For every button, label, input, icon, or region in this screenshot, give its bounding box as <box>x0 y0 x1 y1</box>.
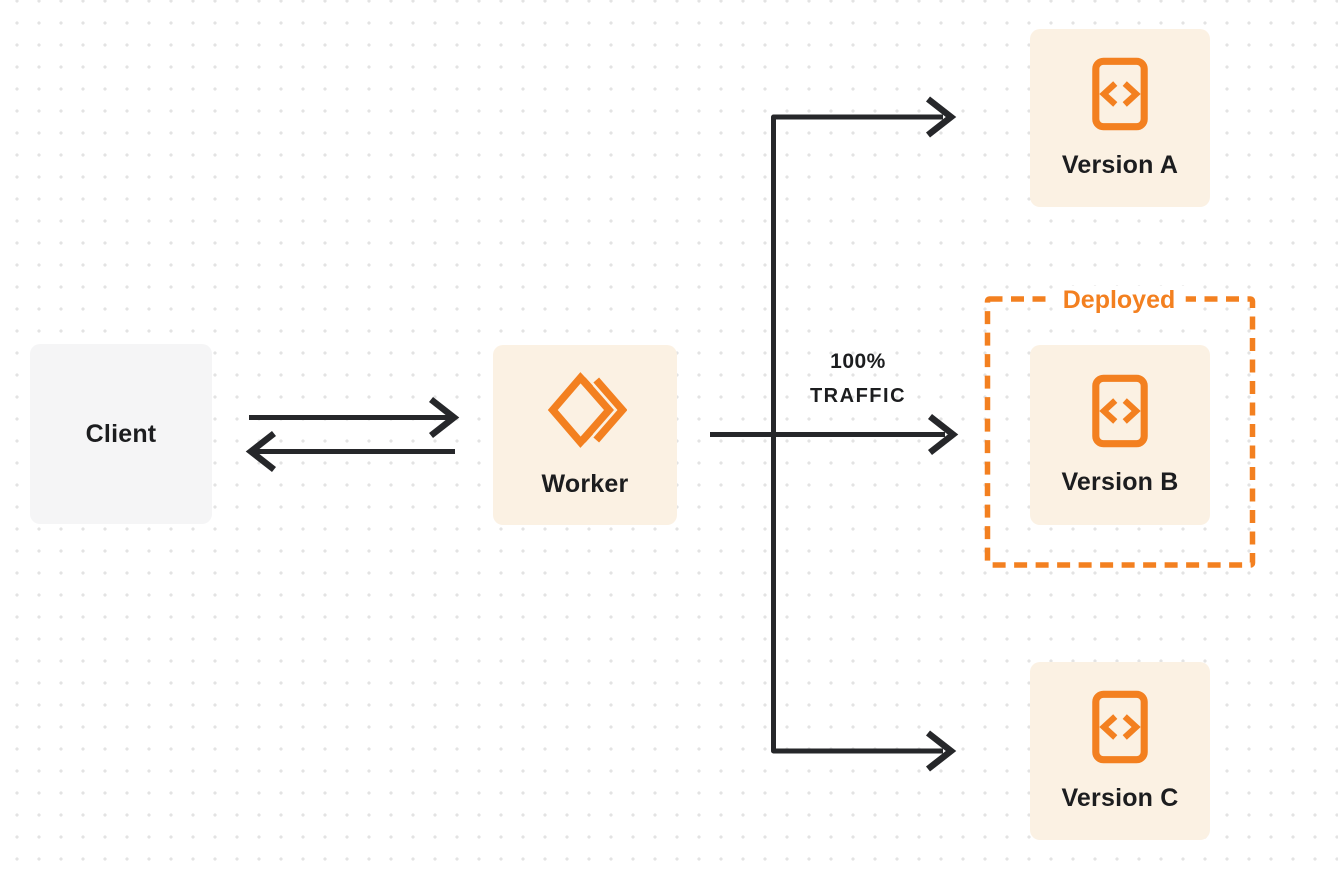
workers-logo-icon <box>543 371 627 448</box>
node-version-c: Version C <box>1030 662 1210 840</box>
node-version-b: Version B <box>1030 345 1210 525</box>
edge-trunk-arrowhead-bottom <box>925 730 957 772</box>
edge-worker-to-client-arrowhead <box>245 430 277 473</box>
code-file-icon <box>1091 374 1149 448</box>
traffic-label: 100% TRAFFIC <box>777 350 939 408</box>
edge-worker-to-version-b-arrowhead <box>927 413 959 456</box>
code-file-icon <box>1091 57 1149 131</box>
node-version-a: Version A <box>1030 29 1210 207</box>
code-file-icon <box>1091 690 1149 764</box>
edge-trunk-arrowhead-top <box>925 96 957 138</box>
traffic-word-text: TRAFFIC <box>809 385 907 407</box>
client-label: Client <box>85 419 157 448</box>
node-worker: Worker <box>493 345 677 525</box>
node-client: Client <box>30 344 212 524</box>
worker-label: Worker <box>541 469 629 498</box>
version-a-label: Version A <box>1061 150 1179 179</box>
edge-distribution-trunk <box>771 114 943 754</box>
traffic-percent-text: 100% <box>830 350 886 373</box>
edge-client-to-worker-arrowhead <box>428 396 460 439</box>
version-c-label: Version C <box>1061 783 1179 812</box>
version-b-label: Version B <box>1061 467 1179 496</box>
deployed-group-label: Deployed <box>1052 286 1186 314</box>
